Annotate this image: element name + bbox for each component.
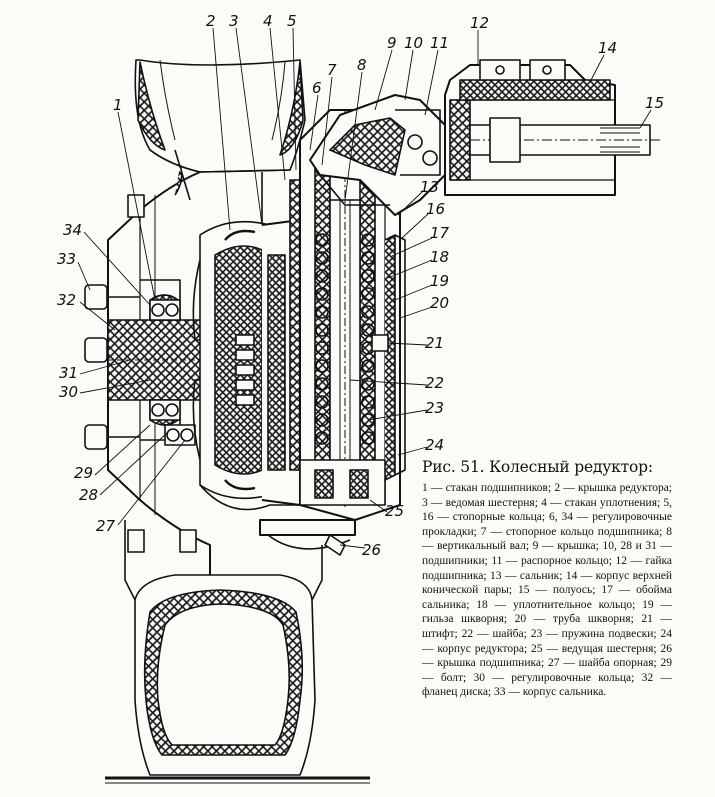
callout-1: 1 [113,96,123,114]
caption-title: Рис. 51. Колесный редуктор: [422,458,653,476]
callout-16: 16 [426,200,445,218]
callout-6: 6 [312,79,322,97]
callout-33: 33 [57,250,76,268]
callout-28: 28 [79,486,98,504]
callout-5: 5 [287,12,297,30]
half-shaft [469,117,660,163]
kingpin-tube [371,234,406,481]
tire-lower [124,520,323,776]
caption-legend: 1 — стакан подшипников; 2 — крышка редук… [422,482,672,699]
callout-8: 8 [357,56,367,74]
gear-teeth [235,334,255,406]
hub-bearings [149,299,196,446]
callout-10: 10 [404,34,423,52]
suspension-spring [315,233,375,445]
disc-bolts [84,194,197,553]
callout-12: 12 [470,14,489,32]
callout-24: 24 [425,436,444,454]
callout-labels: 1 2 3 4 5 6 7 8 9 10 11 12 14 15 13 16 1… [57,12,664,559]
callout-34: 34 [63,221,82,239]
ground-line [105,776,370,784]
callout-32: 32 [57,291,76,309]
callout-17: 17 [430,224,450,242]
callout-7: 7 [327,61,337,79]
upper-bevel-housing [309,94,446,216]
callout-27: 27 [96,517,116,535]
callout-3: 3 [229,12,239,30]
callout-4: 4 [263,12,273,30]
callout-23: 23 [425,399,444,417]
callout-18: 18 [430,248,449,266]
driving-pinion [299,459,386,556]
callout-20: 20 [430,294,449,312]
callout-9: 9 [387,34,397,52]
leader-lines [77,27,652,549]
callout-19: 19 [430,272,449,290]
callout-21: 21 [425,334,444,352]
callout-22: 22 [425,374,444,392]
callout-31: 31 [59,364,78,382]
callout-30: 30 [59,383,78,401]
callout-29: 29 [74,464,93,482]
callout-11: 11 [430,34,449,52]
callout-26: 26 [362,541,381,559]
callout-15: 15 [645,94,664,112]
callout-2: 2 [206,12,216,30]
figure-caption: Рис. 51. Колесный редуктор: 1 — стакан п… [422,458,672,700]
callout-14: 14 [598,39,617,57]
callout-13: 13 [420,178,439,196]
callout-25: 25 [385,502,404,520]
